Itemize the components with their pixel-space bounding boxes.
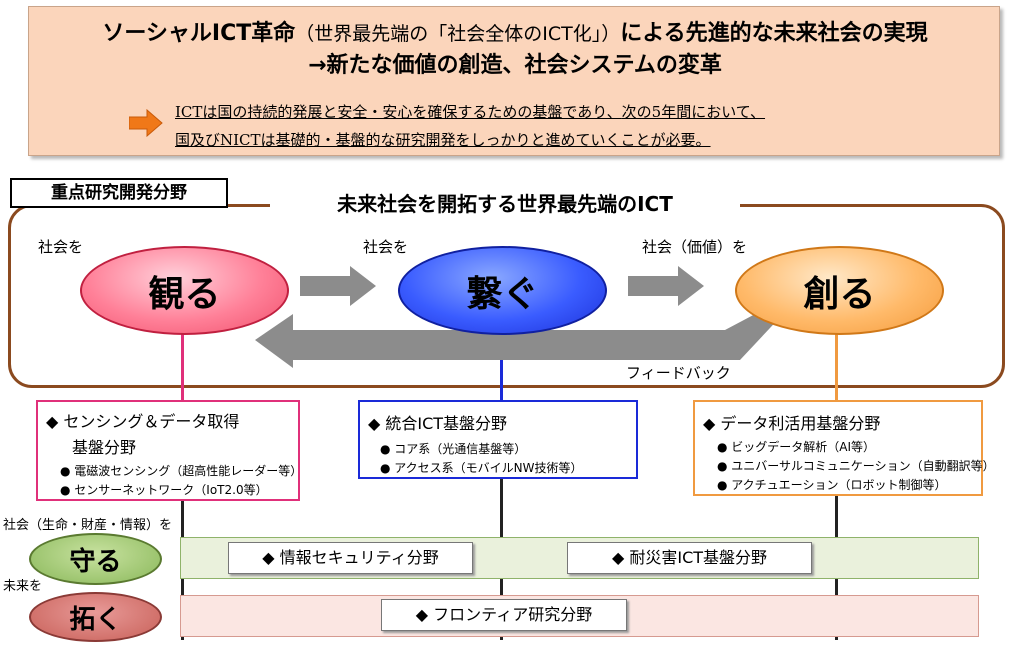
header-title-bold1: ソーシャルICT革命	[102, 21, 296, 46]
cycle-label-3: 社会（価値）を	[642, 238, 748, 256]
tsukuru-node: 創る	[735, 246, 944, 335]
frontier-field: ◆ フロンティア研究分野	[381, 599, 627, 631]
connector-pink	[181, 330, 184, 402]
header-panel: ソーシャルICT革命（世界最先端の「社会全体のICT化」）による先進的な未来社会…	[28, 6, 1000, 156]
mamoru-node: 守る	[29, 533, 162, 585]
miru-node: 観る	[80, 246, 289, 335]
miru-label: 観る	[148, 273, 221, 315]
header-title-paren: （世界最先端の「社会全体のICT化」）	[295, 23, 621, 45]
header-line2-text: 国及びNICTは基礎的・基盤的な研究開発をしっかりと進めていくことが必要。	[175, 131, 711, 149]
sensing-head2: 基盤分野	[72, 438, 137, 457]
frame-title: 未来社会を開拓する世界最先端のICT	[270, 188, 740, 220]
tsunagu-node: 繋ぐ	[398, 246, 607, 335]
mamoru-label: 守る	[69, 546, 122, 577]
header-line1-b: 次の5年間において、	[621, 103, 766, 121]
data-item: ● アクチュエーション（ロボット制御等）	[717, 478, 947, 492]
tsunagu-label: 繋ぐ	[466, 273, 539, 315]
data-item: ● ユニバーサルコミュニケーション（自動翻訳等）	[717, 459, 995, 473]
integrated-item: ● アクセス系（モバイルNW技術等）	[380, 461, 583, 475]
header-subtitle: →新たな価値の創造、社会システムの変革	[308, 53, 722, 78]
future-label: 未来を	[3, 579, 43, 594]
integrated-item: ● コア系（光通信基盤等）	[380, 442, 527, 456]
connector-orange	[835, 330, 838, 402]
header-title: ソーシャルICT革命（世界最先端の「社会全体のICT化」）による先進的な未来社会…	[29, 15, 1001, 47]
feedback-label: フィードバック	[626, 364, 731, 382]
sensing-head1: ◆ センシング＆データ取得	[46, 412, 240, 431]
feedback-arrow-icon	[255, 312, 785, 368]
hiraku-label: 拓く	[69, 604, 122, 635]
right-arrow-icon	[129, 109, 163, 137]
tsukuru-label: 創る	[803, 273, 876, 315]
header-line2: 国及びNICTは基礎的・基盤的な研究開発をしっかりと進めていくことが必要。	[175, 129, 711, 150]
arrow-right-icon	[300, 266, 376, 306]
arrow-right-icon	[628, 266, 704, 306]
integrated-head: ◆ 統合ICT基盤分野	[368, 414, 508, 433]
hiraku-node: 拓く	[29, 592, 162, 642]
sensing-box: ◆ センシング＆データ取得 基盤分野 ● 電磁波センシング（超高性能レーダー等）…	[36, 400, 303, 501]
cycle-label-1: 社会を	[38, 238, 84, 256]
sensing-item: ● 電磁波センシング（超高性能レーダー等）	[60, 464, 303, 478]
header-line1: ICTは国の持続的発展と安全・安心を確保するための基盤であり、次の5年間において…	[175, 101, 765, 122]
data-item: ● ビッグデータ解析（AI等）	[717, 440, 876, 454]
disaster-field: ◆ 耐災害ICT基盤分野	[567, 542, 812, 574]
data-box: ◆ データ利活用基盤分野 ● ビッグデータ解析（AI等） ● ユニバーサルコミュ…	[693, 400, 995, 496]
header-line1-a: ICTは国の持続的発展と安全・安心を確保するための基盤であり、	[175, 103, 622, 121]
society-label: 社会（生命・財産・情報）を	[3, 518, 173, 533]
field-label: 重点研究開発分野	[10, 178, 228, 208]
data-head: ◆ データ利活用基盤分野	[703, 414, 881, 433]
sensing-item: ● センサーネットワーク（IoT2.0等）	[60, 483, 268, 497]
header-title-bold2: による先進的な未来社会の実現	[620, 21, 928, 46]
integrated-box: ◆ 統合ICT基盤分野 ● コア系（光通信基盤等） ● アクセス系（モバイルNW…	[358, 400, 638, 479]
security-field: ◆ 情報セキュリティ分野	[228, 542, 473, 574]
connector-blue	[500, 330, 503, 402]
cycle-label-2: 社会を	[363, 238, 409, 256]
